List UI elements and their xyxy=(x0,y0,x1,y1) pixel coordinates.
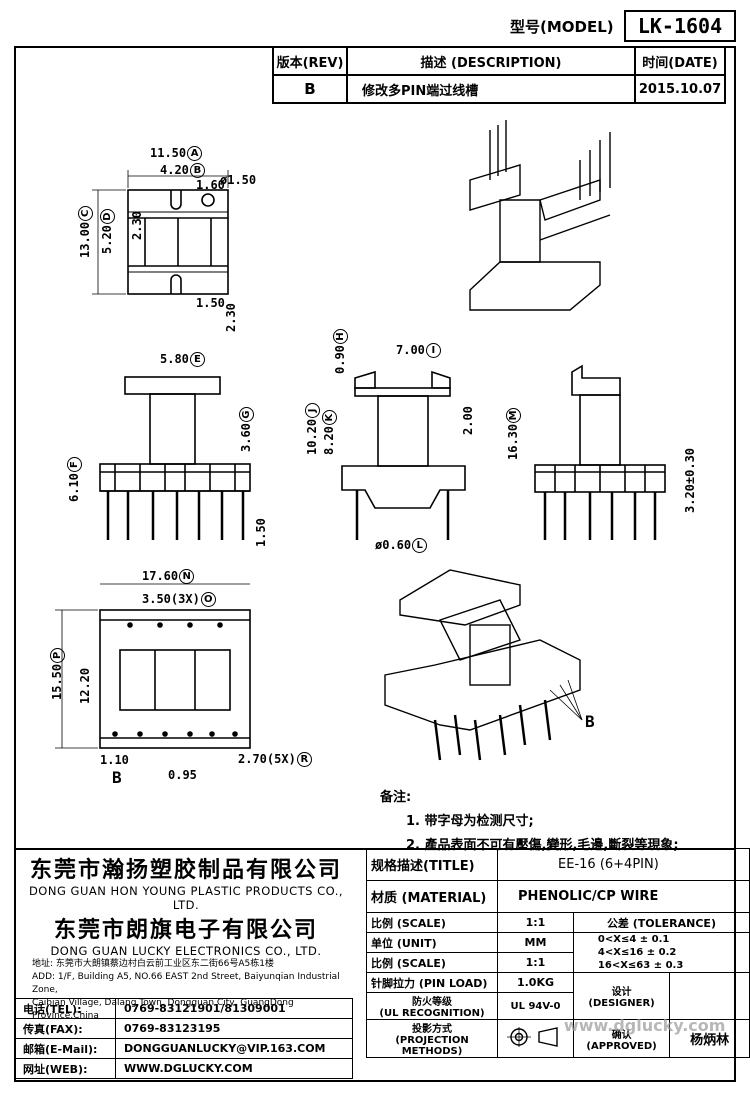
contact-table: 电话(TEL):0769-83121901/81309001 传真(FAX):0… xyxy=(14,998,353,1079)
date-col-header: 时间(DATE) xyxy=(634,46,726,76)
address-cn: 地址: 东莞市大朗镇蔡边村白云前工业区东二街66号A5栋1楼 xyxy=(32,959,274,969)
side-view-drawing xyxy=(341,370,466,540)
dim-d4: 1.50 xyxy=(196,296,225,310)
revision-table: 版本(REV) 描述 (DESCRIPTION) 时间(DATE) B 修改多P… xyxy=(272,46,726,104)
mail-label: 邮箱(E-Mail): xyxy=(14,1038,116,1059)
address-en-1: ADD: 1/F, Building A5, NO.66 EAST 2nd St… xyxy=(32,972,340,995)
desc-col-header: 描述 (DESCRIPTION) xyxy=(346,46,636,76)
material-label: 材质 (MATERIAL) xyxy=(365,880,499,913)
scale-value: 1:1 xyxy=(497,912,574,933)
company-en-2: DONG GUAN LUCKY ELECTRONICS CO., LTD. xyxy=(50,944,322,958)
tel-label: 电话(TEL): xyxy=(14,998,116,1019)
projection-icon xyxy=(507,1027,559,1047)
scale2-label: 比例 (SCALE) xyxy=(365,952,499,973)
dim-d1: 1.60 xyxy=(196,178,225,192)
dim-h: 0.90H xyxy=(333,329,348,374)
designer-cell: 设计(DESIGNER) xyxy=(572,972,671,1020)
notes-title: 备注: xyxy=(380,790,412,805)
fax-label: 传真(FAX): xyxy=(14,1018,116,1039)
mail-value: DONGGUANLUCKY@VIP.163.COM xyxy=(115,1038,353,1059)
technical-drawing xyxy=(55,120,666,761)
rev-value: B xyxy=(272,74,348,104)
dim-m: 16.30M xyxy=(506,407,521,460)
dim-o: 3.50(3X)O xyxy=(142,592,216,607)
isometric-view-bottom xyxy=(384,569,583,761)
scale-label: 比例 (SCALE) xyxy=(365,912,499,933)
date-value: 2015.10.07 xyxy=(634,74,726,104)
isometric-view-top xyxy=(469,120,611,311)
pinload-value: 1.0KG xyxy=(497,972,574,993)
scale2-value: 1:1 xyxy=(497,952,574,973)
dim-p: 15.50P xyxy=(50,647,65,700)
dim-150: 1.50 xyxy=(254,518,268,547)
bottom-view-drawing xyxy=(55,583,251,749)
material-value: PHENOLIC/CP WIRE xyxy=(497,880,750,913)
dim-r: 2.70(5X)R xyxy=(238,752,312,767)
top-view-drawing xyxy=(92,170,229,295)
ul-label: 防火等级(UL RECOGNITION) xyxy=(365,992,499,1020)
dim-k: 8.20K xyxy=(322,410,337,455)
dim-d5: 2.30 xyxy=(224,303,238,332)
dim-f: 6.10F xyxy=(67,457,82,502)
dim-1220: 12.20 xyxy=(78,667,92,704)
detail-b-label: B xyxy=(585,712,595,731)
company-en-1: DONG GUAN HON YOUNG PLASTIC PRODUCTS CO.… xyxy=(28,884,344,912)
fax-value: 0769-83123195 xyxy=(115,1018,353,1039)
note-1: 1. 带字母为检测尺寸; xyxy=(406,814,534,829)
tel-value: 0769-83121901/81309001 xyxy=(115,998,353,1019)
ul-value: UL 94V-0 xyxy=(497,992,574,1020)
model-label: 型号(MODEL) xyxy=(510,18,614,36)
front-view-drawing xyxy=(99,376,251,540)
watermark: www.dglucky.com xyxy=(563,1016,726,1035)
dim-d3: 2.30 xyxy=(130,211,144,240)
dim-095: 0.95 xyxy=(168,768,197,782)
projection-label: 投影方式(PROJECTION METHODS) xyxy=(365,1019,499,1058)
dim-320: 3.20±0.30 xyxy=(683,447,697,513)
dim-d2: ø1.50 xyxy=(220,173,257,187)
section-b-label: B xyxy=(112,768,122,787)
designer-value xyxy=(669,972,750,1020)
pinload-label: 针脚拉力 (PIN LOAD) xyxy=(365,972,499,993)
rev-col-header: 版本(REV) xyxy=(272,46,348,76)
approved-value: 杨炳林 xyxy=(669,1019,750,1058)
projection-symbol xyxy=(497,1019,574,1058)
web-value: WWW.DGLUCKY.COM xyxy=(115,1058,353,1079)
dim-j: 10.20J xyxy=(305,402,320,455)
tolerance-label: 公差 (TOLERANCE) xyxy=(572,912,750,933)
unit-value: MM xyxy=(497,932,574,953)
title-label: 规格描述(TITLE) xyxy=(365,848,499,881)
web-label: 网址(WEB): xyxy=(14,1058,116,1079)
dim-200: 2.00 xyxy=(461,406,475,435)
title-value: EE-16 (6+4PIN) xyxy=(497,848,750,881)
company-cn-1: 东莞市瀚扬塑胶制品有限公司 xyxy=(29,858,342,883)
model-value: LK-1604 xyxy=(624,10,736,42)
dim-d: 5.20D xyxy=(100,209,115,254)
right-view-drawing xyxy=(534,364,666,540)
company-cn-2: 东莞市朗旗电子有限公司 xyxy=(53,918,318,943)
dim-110: 1.10 xyxy=(100,753,129,767)
desc-value: 修改多PIN端过线槽 xyxy=(346,74,636,104)
dim-g: 3.60G xyxy=(239,407,254,452)
approved-cell: 确认(APPROVED) www.dglucky.com xyxy=(564,1016,725,1058)
unit-label: 单位 (UNIT) xyxy=(365,932,499,953)
dim-c: 13.00C xyxy=(78,205,93,258)
title-block-table: 规格描述(TITLE) EE-16 (6+4PIN) 材质 (MATERIAL)… xyxy=(365,848,750,1058)
